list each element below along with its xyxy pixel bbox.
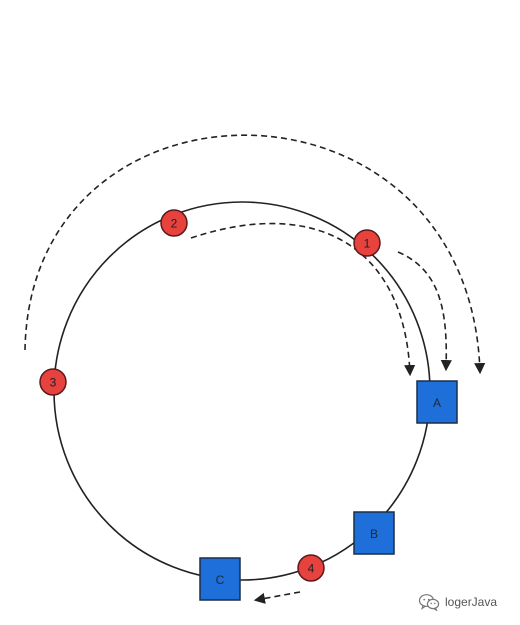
key-label-3: 3 [50,376,57,390]
arrow-key4-to-server-c [253,591,301,604]
server-label-b: B [370,527,378,541]
server-node-b: B [353,511,395,555]
server-node-a: A [416,380,458,424]
key-circle-1 [353,229,381,257]
key-circle-2 [160,209,188,237]
key-node-2: 2 [160,209,188,237]
key-circle-3 [39,368,67,396]
server-box-c [199,557,241,601]
arrow-key3-to-server-a [24,134,486,375]
arrow-key2-to-server-a [190,222,416,377]
arrow-key1-to-server-a [397,251,452,372]
wechat-icon [418,594,440,611]
key-node-1: 1 [353,229,381,257]
server-label-a: A [433,396,441,410]
server-box-a [416,380,458,424]
key-node-4: 4 [297,554,325,582]
key-label-1: 1 [364,237,371,251]
watermark: logerJava [418,592,497,612]
key-circle-4 [297,554,325,582]
key-label-2: 2 [171,217,178,231]
server-box-b [353,511,395,555]
server-node-c: C [199,557,241,601]
server-label-c: C [216,573,225,587]
watermark-text: logerJava [445,595,498,609]
key-node-3: 3 [39,368,67,396]
key-label-4: 4 [308,562,315,576]
